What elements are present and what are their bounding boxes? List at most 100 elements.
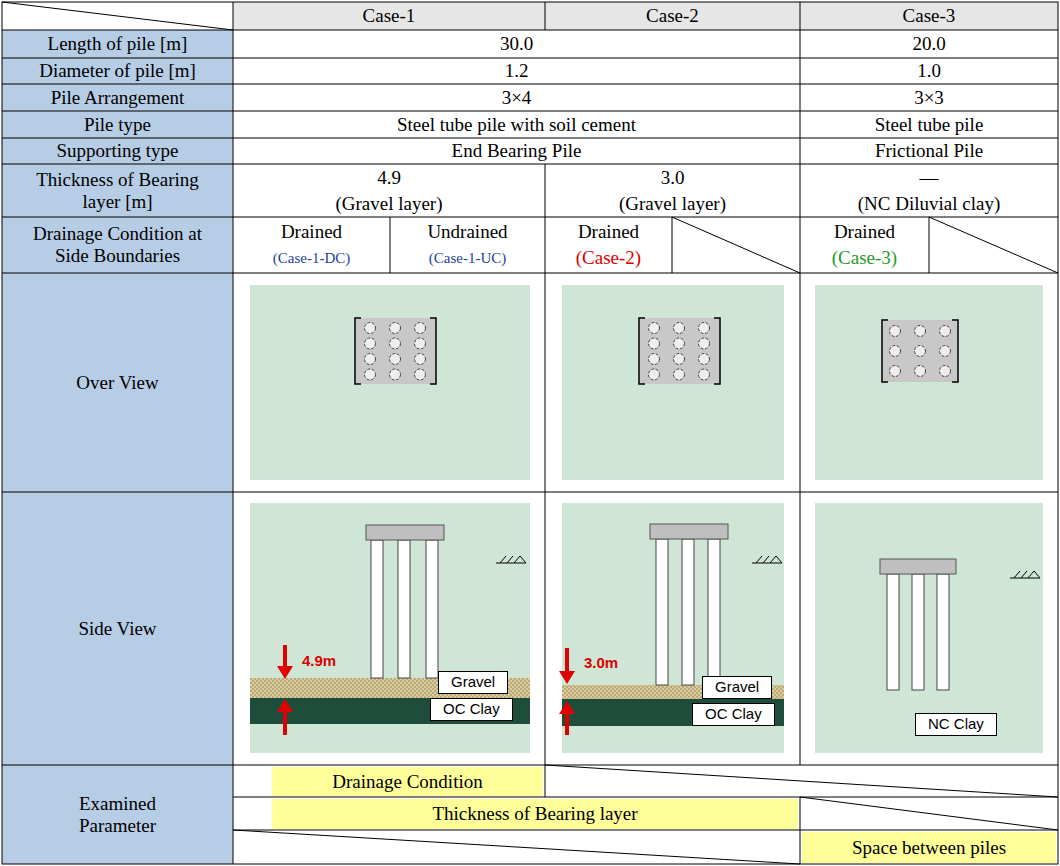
cell-text: Steel tube pile with soil cement bbox=[397, 114, 636, 136]
thickness-arrow bbox=[277, 666, 293, 679]
cell-text: Undrained bbox=[427, 221, 507, 243]
table-cell: Case-3 bbox=[800, 2, 1058, 30]
cell-text: Supporting type bbox=[57, 140, 179, 162]
cell-text: Side View bbox=[78, 618, 156, 640]
pile-head bbox=[915, 366, 926, 377]
cell-text: Case-1 bbox=[363, 5, 416, 27]
table-cell: (Gravel layer) bbox=[545, 190, 800, 217]
soil-panel bbox=[562, 285, 784, 480]
pile-head bbox=[649, 369, 660, 380]
cell-text: (Case-1-DC) bbox=[273, 250, 350, 267]
node-text: Thickness of Bearing layer bbox=[432, 803, 637, 825]
pile-head bbox=[915, 326, 926, 337]
table-cell: Thickness of Bearing layer [m] bbox=[2, 164, 233, 217]
cell-text: (NC Diluvial clay) bbox=[858, 193, 1000, 215]
cell-text: (Case-3) bbox=[832, 247, 897, 269]
cell-text: Length of pile [m] bbox=[48, 33, 188, 55]
pile-head bbox=[415, 369, 426, 380]
dimension-label: 3.0m bbox=[584, 654, 618, 671]
table-cell: — bbox=[800, 164, 1058, 191]
pile-head bbox=[699, 354, 710, 365]
pile-head bbox=[365, 323, 376, 334]
ground-mark bbox=[496, 556, 526, 563]
pile-head bbox=[674, 338, 685, 349]
pile-head bbox=[415, 354, 426, 365]
thickness-arrow bbox=[283, 710, 287, 735]
table-cell: Drained bbox=[800, 218, 929, 246]
table-cell: Drained bbox=[233, 218, 390, 246]
ground-mark bbox=[1010, 571, 1040, 578]
table-cell: Steel tube pile bbox=[800, 111, 1058, 138]
table-cell: 3×4 bbox=[233, 84, 800, 111]
cell-text: Diameter of pile [m] bbox=[39, 60, 196, 82]
cell-text: Drainage Condition at Side Boundaries bbox=[29, 223, 207, 267]
group-bracket bbox=[882, 320, 958, 382]
pile-head bbox=[365, 369, 376, 380]
soil-panel bbox=[250, 285, 1043, 753]
pile-cap bbox=[880, 559, 956, 574]
table-cell: Examined Parameter bbox=[2, 765, 233, 864]
pile-group bbox=[882, 320, 958, 382]
thickness-arrow bbox=[277, 699, 293, 712]
cell-text: (Case-1-UC) bbox=[429, 250, 506, 267]
table-cell: Steel tube pile with soil cement bbox=[233, 111, 800, 138]
cell-text: Case-3 bbox=[903, 5, 956, 27]
cell-text: Case-2 bbox=[646, 5, 699, 27]
parameter-band: Thickness of Bearing layer bbox=[272, 799, 798, 829]
layer-label: NC Clay bbox=[915, 713, 997, 736]
group-bracket bbox=[355, 318, 958, 384]
table-cell: 20.0 bbox=[800, 30, 1058, 58]
cell-text: 4.9 bbox=[377, 167, 401, 189]
table-cell: 1.2 bbox=[233, 58, 800, 84]
table-cell: Drainage Condition at Side Boundaries bbox=[2, 217, 233, 273]
table-cell: Side View bbox=[2, 492, 233, 765]
cell-text: Examined Parameter bbox=[63, 793, 173, 837]
cell-text: 1.0 bbox=[917, 60, 941, 82]
cell-text: (Case-2) bbox=[576, 247, 641, 269]
table-cell: Case-2 bbox=[545, 2, 800, 30]
table-cell: Diameter of pile [m] bbox=[2, 58, 233, 84]
soil-panel bbox=[815, 503, 1043, 753]
soil-panel bbox=[815, 285, 1043, 480]
group-bracket bbox=[355, 318, 436, 384]
pile bbox=[937, 574, 949, 690]
table-cell: Pile type bbox=[2, 111, 233, 138]
pile-head bbox=[915, 346, 926, 357]
table-cell: 4.9 bbox=[233, 164, 545, 191]
cell-text: 3×4 bbox=[502, 87, 532, 109]
table-cell: 3×3 bbox=[800, 84, 1058, 111]
pile-group bbox=[639, 318, 720, 384]
table-cell: (Gravel layer) bbox=[233, 190, 545, 217]
pile bbox=[371, 539, 949, 690]
pile-head bbox=[674, 323, 685, 334]
thickness-arrow bbox=[283, 645, 287, 668]
cell-fill bbox=[2, 30, 233, 864]
pile-head bbox=[415, 338, 426, 349]
cell-text: Over View bbox=[76, 372, 158, 394]
pile bbox=[682, 539, 694, 685]
layer-label: Gravel bbox=[438, 671, 508, 694]
pile-head bbox=[940, 366, 951, 377]
ground-mark bbox=[496, 556, 1040, 578]
pile-cap bbox=[366, 524, 956, 574]
soil-panel bbox=[250, 285, 530, 480]
pile-head bbox=[674, 354, 685, 365]
pile-head bbox=[415, 323, 426, 334]
table-cell: 1.0 bbox=[800, 58, 1058, 84]
table-grid bbox=[233, 2, 929, 864]
pile-head bbox=[390, 323, 401, 334]
table-grid bbox=[2, 30, 1058, 830]
cell-text: Pile Arrangement bbox=[51, 87, 185, 109]
pile bbox=[426, 540, 438, 678]
pile-group bbox=[355, 318, 436, 384]
table-cell: 3.0 bbox=[545, 164, 800, 191]
pile-head bbox=[890, 326, 901, 337]
soil-layer bbox=[562, 699, 784, 726]
cell-text: Drained bbox=[578, 221, 639, 243]
thickness-arrow bbox=[565, 648, 569, 673]
table-cell: Supporting type bbox=[2, 138, 233, 164]
node-text: OC Clay bbox=[705, 705, 762, 722]
pile-head bbox=[365, 354, 376, 365]
